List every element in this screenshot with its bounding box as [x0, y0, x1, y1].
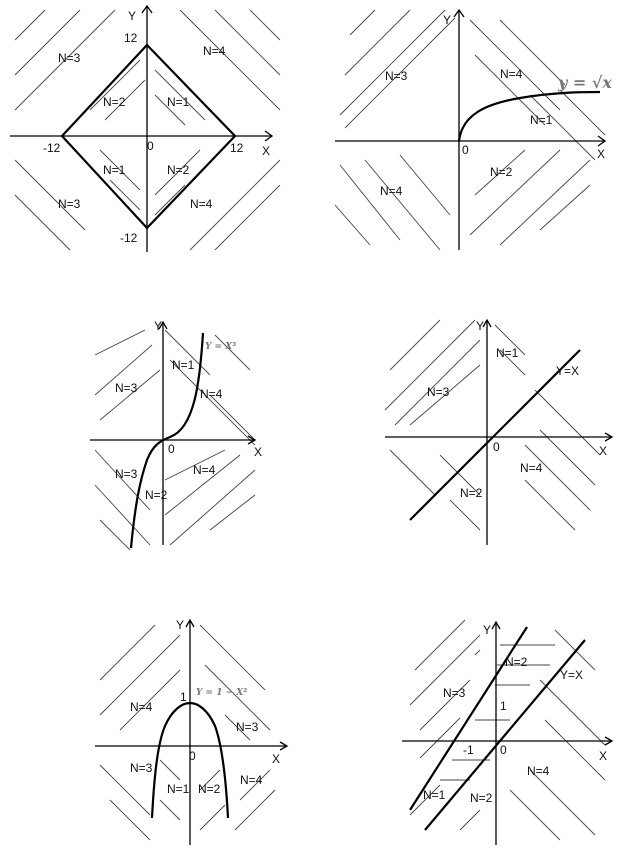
panel-2-x-label: X	[597, 147, 605, 161]
panel-6-origin: 0	[500, 743, 507, 757]
panel-4-region: N=2	[460, 486, 483, 500]
panel-5-equation: Y = 1 − X²	[196, 688, 247, 698]
panel-3-region: N=4	[193, 463, 216, 477]
panel-1-region: N=1	[167, 95, 190, 109]
panel-3-x-label: X	[254, 445, 262, 459]
panel-2-region: N=2	[490, 165, 513, 179]
panel-4-hatching	[384, 319, 601, 531]
panel-1-region: N=4	[190, 197, 213, 211]
panel-3-region: N=4	[200, 387, 223, 401]
panel-2-region: N=4	[380, 184, 403, 198]
panel-6-tick-minus-1: -1	[463, 743, 474, 757]
panel-1-x-label: X	[262, 144, 270, 158]
panel-5-region: N=3	[236, 720, 259, 734]
panel-1-tick-left: -12	[43, 141, 61, 155]
panel-3-region: N=3	[115, 381, 138, 395]
panel-1-tick-top: 12	[124, 31, 138, 45]
panel-3-y-label: Y	[154, 319, 162, 333]
panel-3-region: N=3	[115, 467, 138, 481]
panel-2-region: N=4	[500, 67, 523, 81]
panel-6: X Y 0 1 -1 Y=X N=2 N=3 N=4 N=1 N=2	[402, 619, 614, 845]
panel-2-origin: 0	[462, 143, 469, 157]
panel-5-tick: 1	[180, 690, 187, 704]
panel-4-region: N=4	[520, 461, 543, 475]
panel-1-region: N=4	[203, 44, 226, 58]
panel-4-y-label: Y	[476, 319, 484, 333]
panel-4-line	[409, 349, 581, 521]
panel-1-region: N=2	[103, 95, 126, 109]
panel-4-region: N=1	[496, 346, 519, 360]
panel-6-equation: Y=X	[560, 668, 583, 682]
panel-1-region: N=3	[58, 197, 81, 211]
panel-5-region: N=4	[130, 700, 153, 714]
panel-1-diamond	[60, 43, 237, 230]
panel-5-region: N=4	[240, 773, 263, 787]
panel-6-region: N=3	[443, 686, 466, 700]
panel-2-region: N=3	[385, 69, 408, 83]
panel-3-equation: Y = X³	[205, 342, 236, 352]
panel-4: X Y 0 Y=X N=1 N=3 N=4 N=2	[384, 318, 614, 545]
panel-6-tick-1: 1	[500, 699, 507, 713]
panel-6-line-upper	[409, 626, 528, 811]
panel-3-origin: 0	[168, 442, 175, 456]
panel-4-origin: 0	[493, 440, 500, 454]
panel-2-curve	[457, 90, 601, 142]
panel-5-x-label: X	[272, 752, 280, 766]
panel-6-region: N=2	[470, 791, 493, 805]
panel-5-region: N=3	[130, 761, 153, 775]
panel-1-region: N=3	[58, 51, 81, 65]
panel-4-region: N=3	[427, 385, 450, 399]
panel-5-region: N=1	[167, 782, 190, 796]
panel-5-origin: 0	[189, 749, 196, 763]
panel-3-region: N=2	[145, 488, 168, 502]
panel-1-y-label: Y	[128, 9, 136, 23]
panel-5-hatching	[99, 624, 276, 841]
panel-6-line-lower	[424, 639, 586, 831]
panel-6-region: N=2	[505, 655, 528, 669]
panel-2-y-label: Y	[443, 13, 451, 27]
panel-1-hatching	[14, 9, 281, 251]
panel-2: X Y 0 y = √x N=3 N=4 N=1 N=2 N=4	[334, 8, 612, 251]
panel-4-equation: Y=X	[556, 364, 579, 378]
panel-3: X Y 0 Y = X³ N=1 N=3 N=4 N=3 N=4 N=2	[90, 319, 262, 551]
panel-1-tick-right: 12	[230, 141, 244, 155]
panel-6-hatching	[409, 619, 606, 841]
panel-6-region: N=4	[527, 764, 550, 778]
panel-1-region: N=1	[103, 163, 126, 177]
panel-3-curve	[129, 332, 205, 549]
panel-2-equation: y = √x	[557, 73, 612, 92]
panel-6-y-label: Y	[483, 623, 491, 637]
panel-5-region: N=2	[198, 782, 221, 796]
panel-3-region: N=1	[172, 358, 195, 372]
panel-2-hatching	[334, 9, 606, 251]
panel-1-region: N=2	[167, 163, 190, 177]
panel-6-x-label: X	[599, 749, 607, 763]
panel-1-origin: 0	[147, 139, 154, 153]
panel-2-region: N=1	[530, 113, 553, 127]
panel-1-tick-bottom: -12	[120, 231, 138, 245]
panel-3-hatching	[94, 329, 256, 551]
panel-4-x-label: X	[599, 444, 607, 458]
panel-5-y-label: Y	[176, 618, 184, 632]
panel-5: X Y 0 1 Y = 1 − X² N=4 N=3 N=3 N=4 N=1 N…	[95, 618, 289, 845]
panel-1: X Y 0 12 12 -12 -12 N=3 N=4 N=2 N=1 N=1 …	[10, 4, 281, 252]
panel-6-region: N=1	[423, 788, 446, 802]
panel-5-curve	[150, 701, 230, 819]
